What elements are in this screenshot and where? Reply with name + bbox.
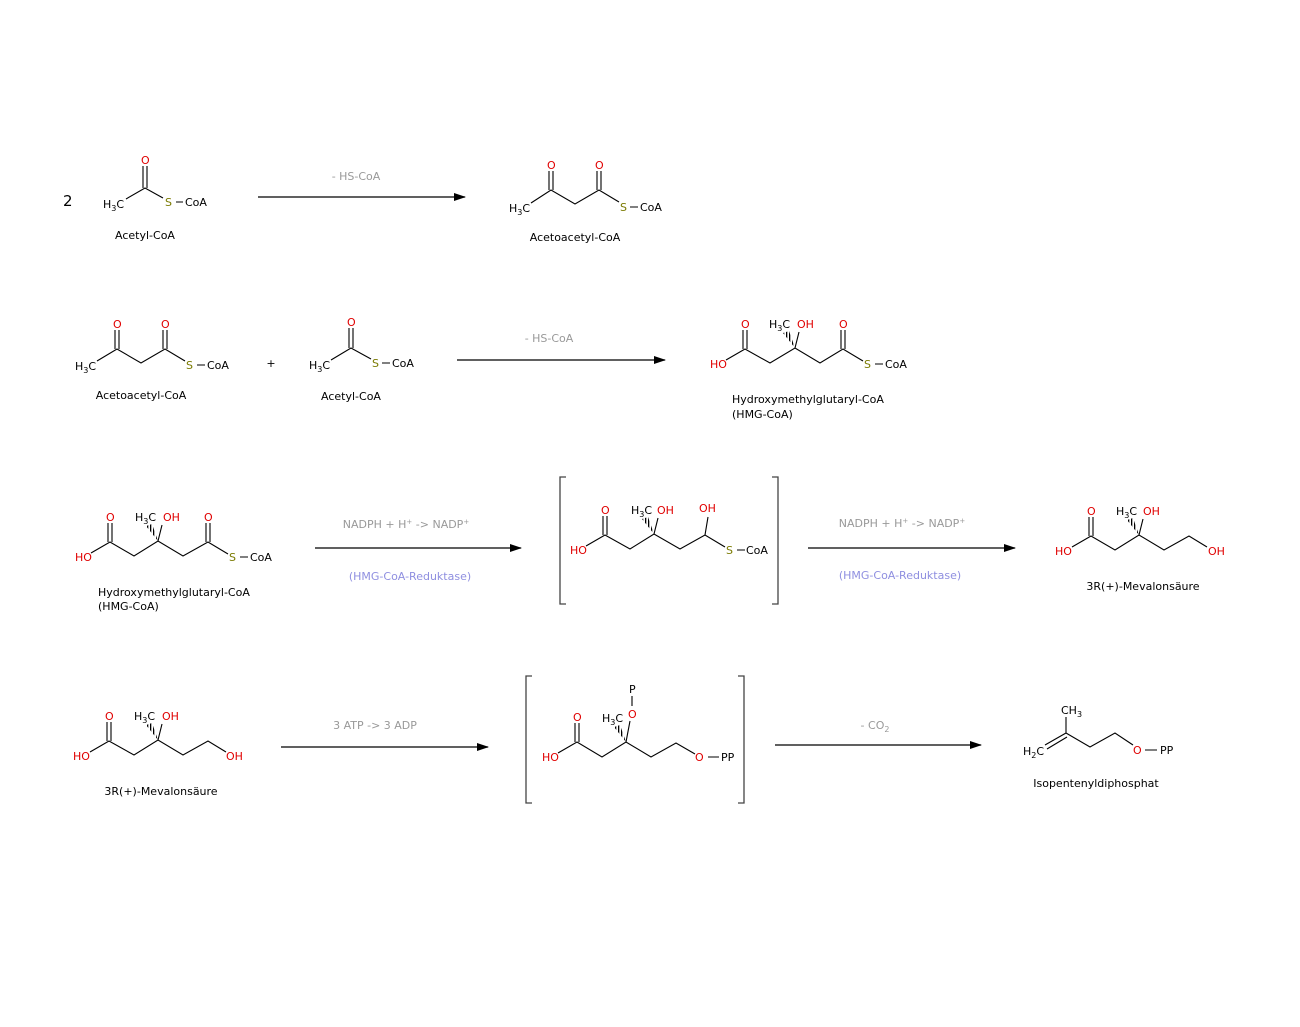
svg-text:H3C: H3C [134, 710, 155, 725]
molecule-label: 3R(+)-Mevalonsäure [1086, 580, 1199, 593]
svg-text:CoA: CoA [392, 357, 414, 370]
molecule-mevalonic-acid: HO O H3C OH OH 3R(+)-Mevalonsäure [1055, 505, 1225, 593]
svg-text:O: O [347, 316, 356, 329]
reaction-condition: - HS-CoA [332, 170, 381, 183]
svg-text:S: S [620, 201, 627, 214]
molecule-label: Isopentenyldiphosphat [1033, 777, 1159, 790]
svg-text:CoA: CoA [207, 359, 229, 372]
svg-text:O: O [113, 318, 122, 331]
molecule-acetyl-coa: H3C O S CoA Acetyl-CoA [309, 316, 414, 403]
svg-text:O: O [628, 708, 637, 721]
molecule-label-abbrev: (HMG-CoA) [732, 408, 793, 421]
svg-text:CoA: CoA [885, 358, 907, 371]
svg-text:CoA: CoA [185, 196, 207, 209]
svg-text:H2C: H2C [1023, 745, 1044, 760]
row-1-reaction: 2 H3C O S CoA Acetyl-CoA - HS-CoA H3C O … [63, 154, 662, 244]
svg-text:O: O [695, 751, 704, 764]
svg-text:O: O [839, 318, 848, 331]
intermediate-bracket: HO O H3C O P O PP [525, 675, 745, 804]
svg-text:O: O [1087, 505, 1096, 518]
molecule-hmg-coa: HO O H3C OH O S CoA Hydroxymethylglutary… [710, 318, 907, 421]
svg-text:O: O [105, 710, 114, 723]
row-3-reaction: HO O H3C OH O S CoA Hydroxymethylglutary… [75, 476, 1225, 613]
svg-text:H3C: H3C [631, 504, 652, 519]
svg-text:CoA: CoA [640, 201, 662, 214]
svg-text:P: P [629, 683, 636, 696]
reaction-condition: NADPH + H+ -> NADP+ [839, 517, 966, 530]
molecule-acetoacetyl-coa: H3C O O S CoA Acetoacetyl-CoA [75, 318, 229, 402]
molecule-isopentenyl-diphosphate: H2C CH3 O PP Isopentenyldiphosphat [1023, 704, 1174, 790]
molecule-label: Hydroxymethylglutaryl-CoA [732, 393, 884, 406]
molecule-hmg-coa: HO O H3C OH O S CoA Hydroxymethylglutary… [75, 511, 272, 613]
svg-text:O: O [204, 511, 213, 524]
svg-text:O: O [741, 318, 750, 331]
svg-text:OH: OH [657, 504, 674, 517]
svg-text:S: S [864, 358, 871, 371]
molecule-acetoacetyl-coa: H3C O O S CoA Acetoacetyl-CoA [509, 159, 662, 244]
svg-text:O: O [547, 159, 556, 172]
svg-text:S: S [229, 551, 236, 564]
svg-text:S: S [165, 196, 172, 209]
svg-text:O: O [1133, 744, 1142, 757]
svg-text:HO: HO [570, 544, 587, 557]
svg-text:OH: OH [163, 511, 180, 524]
reaction-condition: 3 ATP -> 3 ADP [333, 719, 417, 732]
molecule-mevalonic-acid: HO O H3C OH OH 3R(+)-Mevalonsäure [73, 710, 243, 798]
reaction-condition: - HS-CoA [525, 332, 574, 345]
reaction-condition: - CO2 [861, 719, 890, 734]
svg-text:HO: HO [73, 750, 90, 763]
molecule-label: Hydroxymethylglutaryl-CoA [98, 586, 250, 599]
svg-text:S: S [186, 359, 193, 372]
molecule-label: Acetoacetyl-CoA [530, 231, 621, 244]
row-2-reaction: H3C O O S CoA Acetoacetyl-CoA + H3C O S … [75, 316, 907, 421]
svg-text:H3C: H3C [1116, 505, 1137, 520]
svg-text:HO: HO [542, 751, 559, 764]
molecule-label: Acetyl-CoA [115, 229, 175, 242]
svg-text:OH: OH [1143, 505, 1160, 518]
svg-text:H3C: H3C [103, 198, 124, 213]
svg-text:HO: HO [75, 551, 92, 564]
intermediate-bracket: HO O H3C OH OH S CoA [559, 476, 779, 605]
plus-sign: + [266, 357, 275, 370]
svg-text:CH3: CH3 [1061, 704, 1082, 719]
molecule-label: Acetyl-CoA [321, 390, 381, 403]
reaction-condition: NADPH + H+ -> NADP+ [343, 518, 470, 531]
svg-text:CoA: CoA [250, 551, 272, 564]
svg-text:O: O [573, 711, 582, 724]
svg-text:HO: HO [1055, 545, 1072, 558]
svg-text:H3C: H3C [602, 712, 623, 727]
molecule-label-abbrev: (HMG-CoA) [98, 600, 159, 613]
svg-text:OH: OH [1208, 545, 1225, 558]
svg-text:OH: OH [226, 750, 243, 763]
svg-text:OH: OH [797, 318, 814, 331]
svg-text:H3C: H3C [75, 360, 96, 375]
svg-text:OH: OH [699, 502, 716, 515]
svg-text:HO: HO [710, 358, 727, 371]
svg-text:OH: OH [162, 710, 179, 723]
enzyme-label: (HMG-CoA-Reduktase) [839, 569, 961, 582]
svg-text:PP: PP [721, 751, 735, 764]
enzyme-label: (HMG-CoA-Reduktase) [349, 570, 471, 583]
svg-text:PP: PP [1160, 744, 1174, 757]
svg-text:H3C: H3C [509, 202, 530, 217]
svg-text:O: O [141, 154, 150, 167]
molecule-acetyl-coa: H3C O S CoA Acetyl-CoA [103, 154, 207, 242]
svg-text:H3C: H3C [309, 359, 330, 374]
svg-text:H3C: H3C [135, 511, 156, 526]
svg-text:H3C: H3C [769, 318, 790, 333]
svg-text:CoA: CoA [746, 544, 768, 557]
svg-text:O: O [601, 504, 610, 517]
row-4-reaction: HO O H3C OH OH 3R(+)-Mevalonsäure 3 ATP … [73, 675, 1174, 804]
svg-text:S: S [726, 544, 733, 557]
molecule-label: Acetoacetyl-CoA [96, 389, 187, 402]
molecule-label: 3R(+)-Mevalonsäure [104, 785, 217, 798]
svg-text:O: O [106, 511, 115, 524]
svg-text:O: O [595, 159, 604, 172]
stoichiometric-coefficient: 2 [63, 192, 73, 210]
svg-text:S: S [372, 357, 379, 370]
svg-text:O: O [161, 318, 170, 331]
